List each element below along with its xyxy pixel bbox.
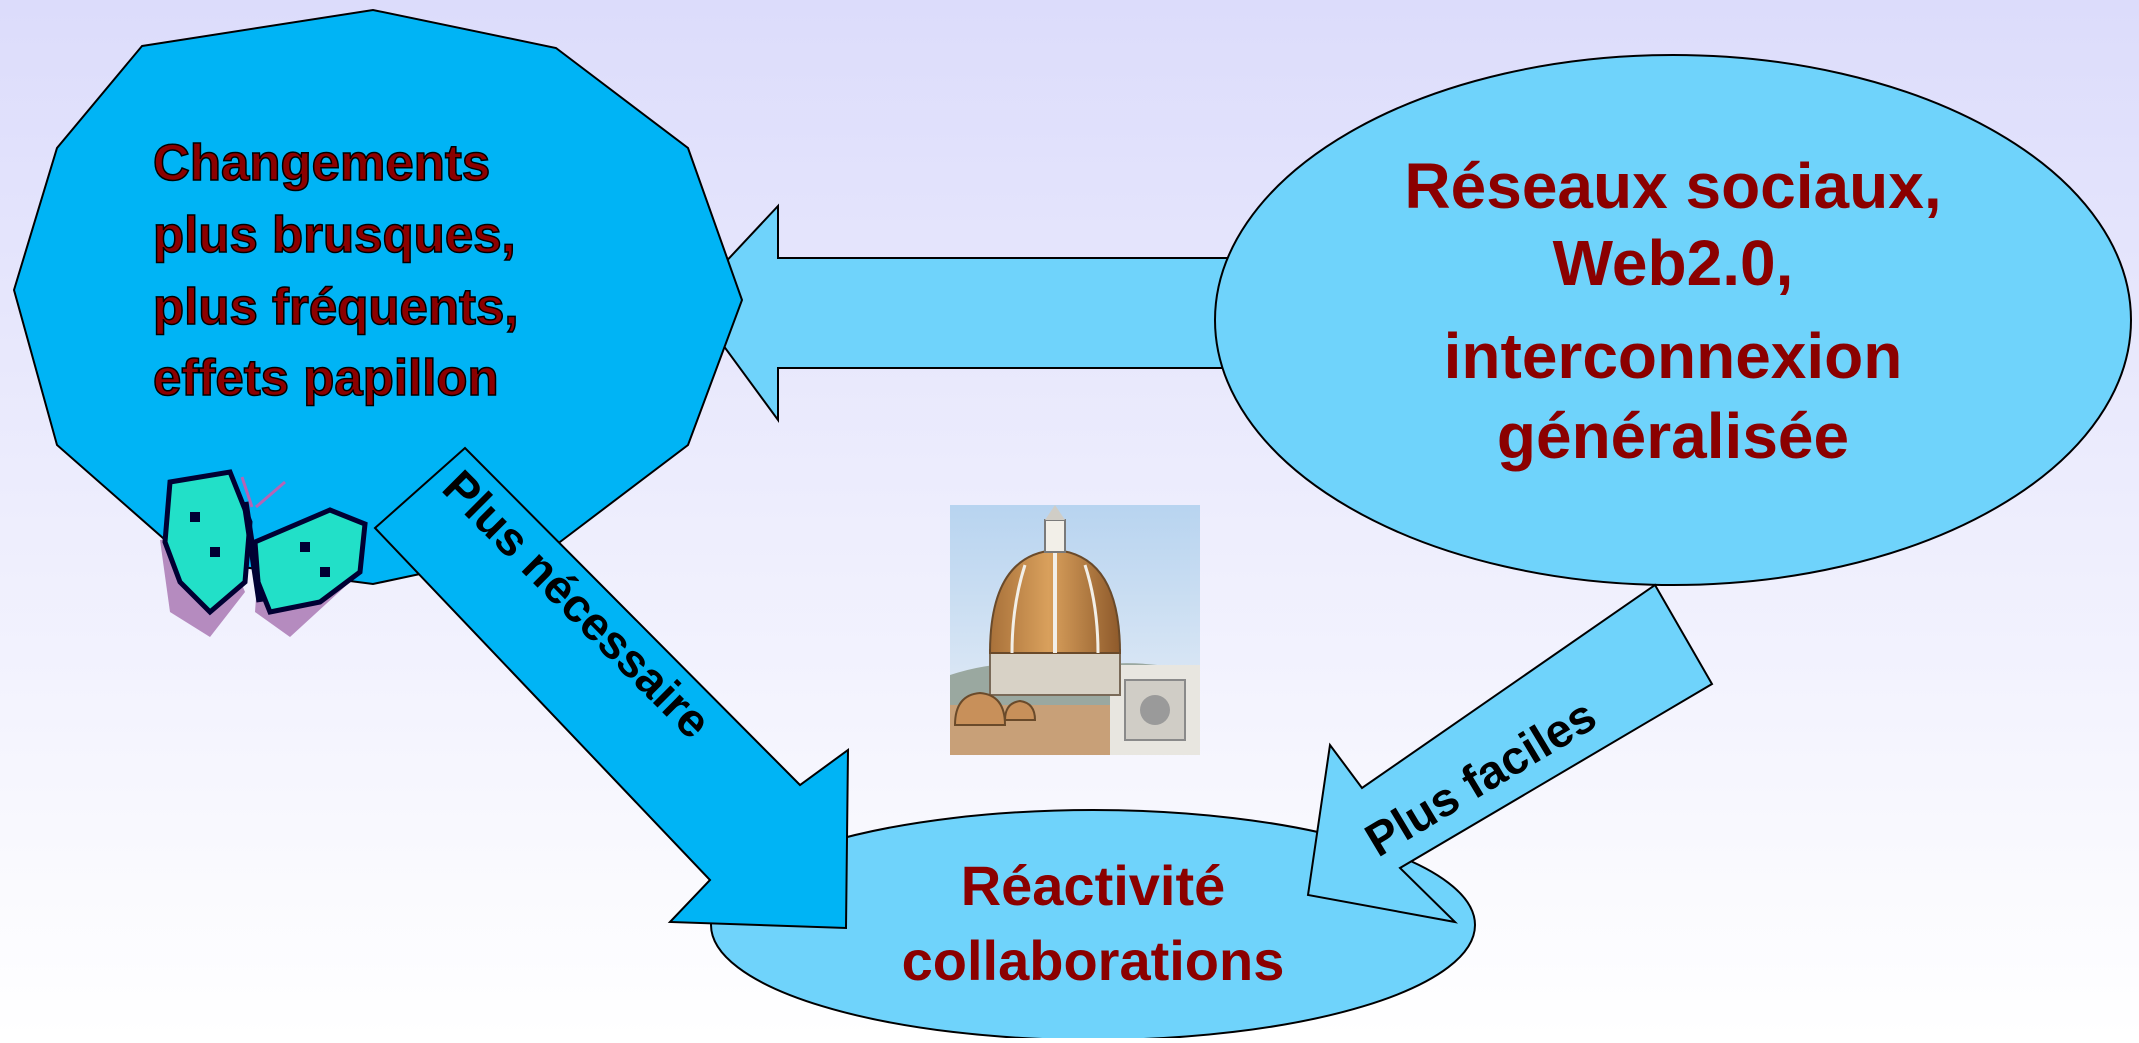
social-line-4: généralisée xyxy=(1497,400,1849,472)
changes-line-1: Changements xyxy=(153,134,490,191)
cathedral-dome-photo xyxy=(950,505,1200,755)
reactivity-text: Réactivité collaborations xyxy=(902,854,1285,992)
arrow-social-to-reactivity xyxy=(1306,583,1714,924)
reactivity-line-1: Réactivité xyxy=(961,854,1226,917)
ellipse-social xyxy=(1214,54,2132,586)
butterfly-icon xyxy=(160,469,368,637)
reactivity-line-2: collaborations xyxy=(902,929,1285,992)
changes-text: Changements plus brusques, plus fréquent… xyxy=(152,133,519,407)
changes-line-2: plus brusques, xyxy=(153,206,516,263)
arrow-social-to-changes xyxy=(688,203,1231,424)
social-line-1: Réseaux sociaux, xyxy=(1404,150,1941,222)
social-line-2: Web2.0, xyxy=(1553,227,1794,299)
social-text: Réseaux sociaux, Web2.0, interconnexion … xyxy=(1404,150,1941,472)
changes-line-3: plus fréquents, xyxy=(153,278,519,335)
changes-line-4: effets papillon xyxy=(153,349,499,406)
arrow-changes-to-reactivity xyxy=(373,446,850,930)
social-line-3: interconnexion xyxy=(1444,320,1903,392)
